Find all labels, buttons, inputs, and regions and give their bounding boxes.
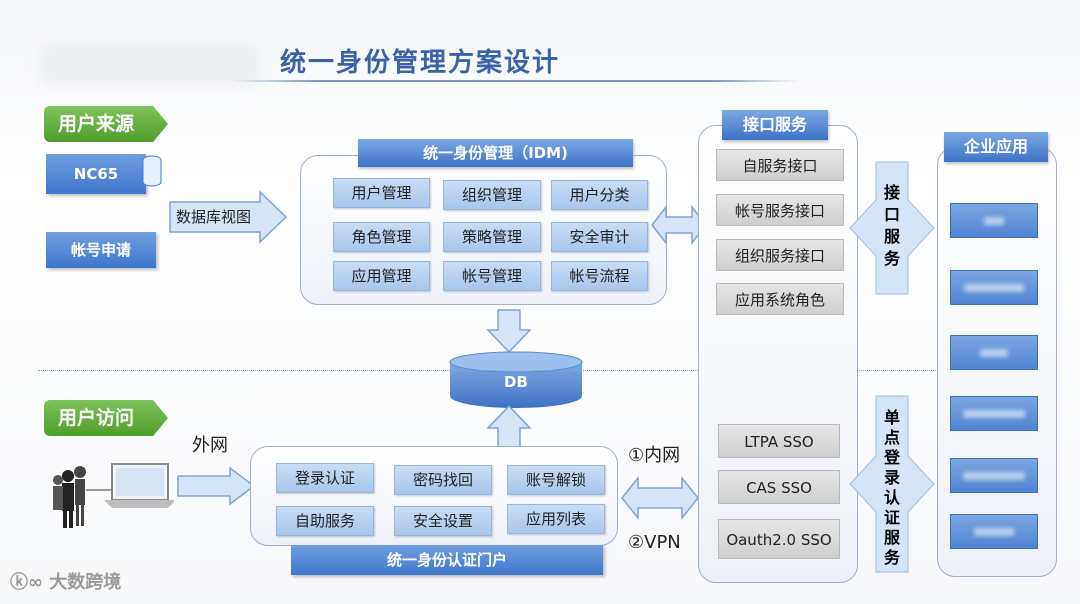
- portal-sso-double-arrow: [621, 475, 699, 521]
- internal-network-label: ①内网: [628, 445, 681, 466]
- idm-cell-security-audit: 安全审计: [551, 222, 648, 252]
- user-access-tag: 用户访问: [44, 400, 168, 436]
- sso-ltpa: LTPA SSO: [718, 424, 840, 458]
- interface-app-role: 应用系统角色: [716, 283, 844, 315]
- enterprise-header: 企业应用: [944, 132, 1048, 162]
- external-arrow: [177, 466, 256, 506]
- watermark: ⓚ∞ 大数跨境: [10, 568, 121, 594]
- interface-account-service: 帐号服务接口: [716, 194, 844, 226]
- interface-self-service: 自服务接口: [716, 149, 844, 181]
- interface-side-arrow: [849, 161, 935, 295]
- account-apply-box: 帐号申请: [46, 232, 156, 268]
- interface-header: 接口服务: [722, 110, 828, 140]
- enterprise-app-6[interactable]: [950, 514, 1038, 549]
- db-view-arrow: [169, 190, 288, 244]
- sso-side-label: 单点登录认证服务: [883, 408, 900, 567]
- idm-cell-role-mgmt: 角色管理: [333, 222, 430, 252]
- nc65-label: NC65: [73, 165, 119, 183]
- nc65-box: NC65: [46, 154, 146, 194]
- portal-to-db-arrow: [486, 404, 532, 449]
- enterprise-app-3[interactable]: [950, 335, 1038, 370]
- interface-side-label: 接口服务: [883, 183, 900, 268]
- idm-cell-user-category: 用户分类: [551, 180, 648, 210]
- section-divider: [38, 370, 938, 371]
- sso-oauth: Oauth2.0 SSO: [718, 519, 840, 559]
- database-icon: [142, 155, 162, 187]
- db-label: DB: [504, 373, 528, 391]
- account-apply-label: 帐号申请: [70, 241, 131, 259]
- portal-cell-self-service: 自助服务: [276, 506, 374, 536]
- portal-cell-security-settings: 安全设置: [394, 506, 492, 536]
- users-laptop-icon: [53, 463, 174, 528]
- portal-footer: 统一身份认证门户: [291, 545, 603, 575]
- blurred-label: [974, 528, 1014, 536]
- title-underline: [230, 80, 800, 82]
- blurred-label: [963, 410, 1025, 418]
- sso-side-arrow: [849, 395, 935, 573]
- idm-header: 统一身份管理（IDM): [358, 139, 633, 167]
- db-view-label: 数据库视图: [176, 208, 252, 226]
- blurred-label: [980, 349, 1008, 357]
- enterprise-app-2[interactable]: [950, 270, 1038, 305]
- idm-cell-user-mgmt: 用户管理: [333, 178, 430, 208]
- idm-cell-org-mgmt: 组织管理: [443, 180, 541, 210]
- enterprise-app-5[interactable]: [950, 458, 1038, 493]
- blurred-label: [964, 284, 1024, 292]
- vpn-label: ②VPN: [628, 532, 681, 553]
- idm-to-db-arrow: [486, 309, 532, 354]
- sso-cas: CAS SSO: [718, 470, 840, 504]
- portal-cell-password-recovery: 密码找回: [394, 465, 492, 495]
- idm-cell-app-mgmt: 应用管理: [333, 261, 430, 291]
- idm-cell-policy-mgmt: 策略管理: [443, 222, 541, 252]
- watermark-logo-icon: ⓚ∞: [10, 572, 50, 593]
- interface-org-service: 组织服务接口: [716, 239, 844, 271]
- portal-cell-account-unlock: 账号解锁: [507, 465, 605, 495]
- blurred-label: [963, 472, 1025, 480]
- portal-cell-app-list: 应用列表: [507, 504, 605, 534]
- watermark-text: 大数跨境: [49, 572, 122, 593]
- idm-cell-account-mgmt: 帐号管理: [443, 261, 541, 291]
- blurred-logo: [40, 44, 260, 84]
- user-source-tag: 用户来源: [44, 106, 168, 142]
- idm-cell-account-flow: 帐号流程: [551, 261, 648, 291]
- blurred-label: [984, 217, 1004, 225]
- page-title: 统一身份管理方案设计: [280, 48, 561, 78]
- portal-cell-login: 登录认证: [276, 463, 374, 493]
- db-cylinder: [449, 351, 583, 408]
- enterprise-app-1[interactable]: [950, 203, 1038, 238]
- external-network-label: 外网: [192, 435, 228, 456]
- enterprise-app-4[interactable]: [950, 396, 1038, 431]
